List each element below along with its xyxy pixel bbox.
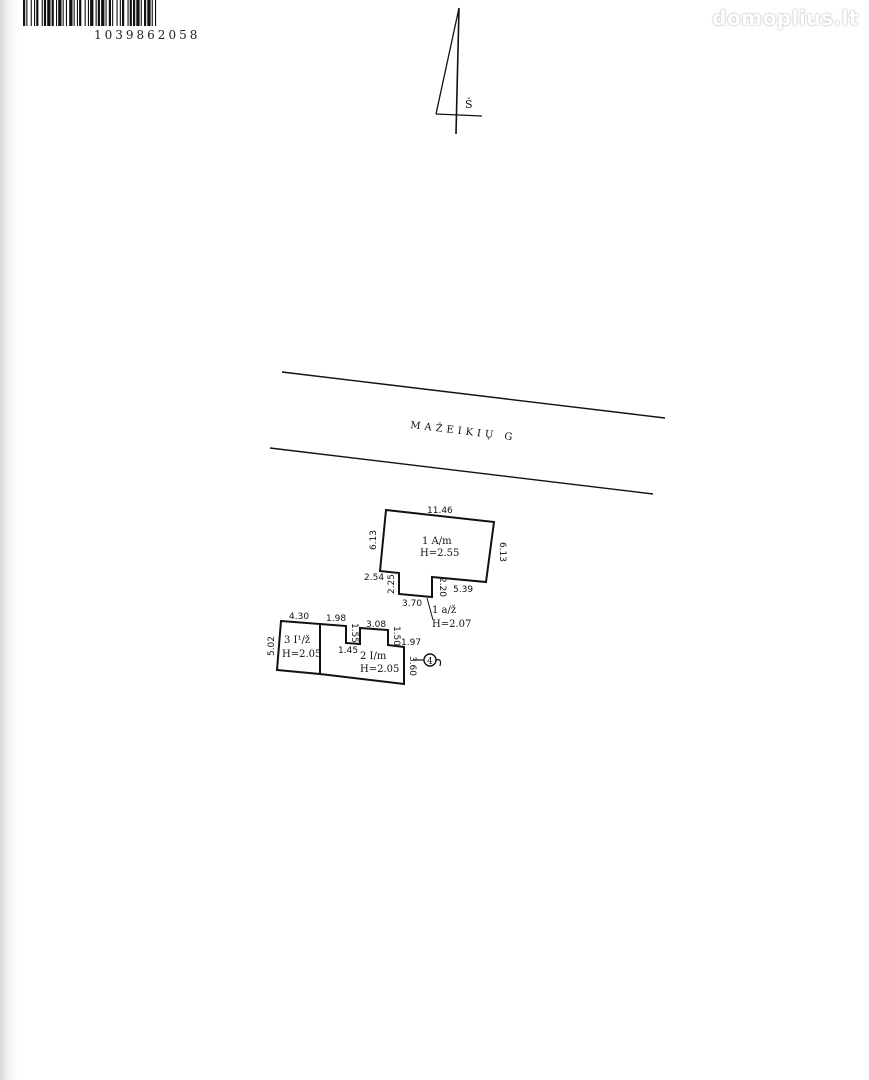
watermark-logo: domoplius.lt [712, 6, 859, 30]
building-1: 1 A/m H=2.55 11.46 6.13 6.13 2.54 2.25 2… [364, 506, 507, 609]
building-3-name: 3 I¹/ž [284, 635, 310, 646]
north-arrow-label: Š [465, 97, 473, 111]
building-1-height: H=2.55 [420, 548, 459, 559]
dim-b2-top-left: 1.98 [326, 614, 346, 624]
building-1-name: 1 A/m [422, 536, 452, 547]
dim-b2-notch-left: 1.55 [349, 623, 359, 643]
dim-b1-left: 6.13 [369, 530, 379, 550]
dim-b3-top: 4.30 [289, 612, 309, 622]
dim-b3-left: 5.02 [267, 636, 277, 656]
scan-edge-shadow [0, 0, 18, 1080]
dim-b1-right: 6.13 [497, 542, 507, 562]
building-2-name: 2 I/m [360, 651, 387, 662]
dim-b1-step-left: 2.54 [364, 573, 384, 583]
building-marker-number: 4 [427, 657, 433, 667]
street-edge-top [281, 371, 666, 419]
street-edge-bottom [269, 447, 654, 495]
annex-1a-height: H=2.07 [432, 619, 471, 630]
street-name: MAŽEIKIŲ G [410, 419, 517, 444]
dim-b1-top: 11.46 [427, 506, 453, 516]
dim-b1-step-left-vertical: 2.25 [387, 574, 397, 594]
dim-b2-notch-right: 1.50 [391, 626, 401, 646]
annex-1a-label: 1 a/ž H=2.07 [426, 597, 471, 630]
building-2: 2 I/m H=2.05 1.98 1.55 3.08 1.50 1.45 1.… [319, 614, 442, 686]
barcode [23, 0, 157, 26]
dim-b1-step-right-vertical: 2.20 [437, 577, 447, 597]
building-2-height: H=2.05 [360, 664, 399, 675]
street: MAŽEIKIŲ G [269, 371, 666, 495]
building-marker-icon: 4 [413, 653, 442, 667]
annex-1a-name: 1 a/ž [432, 605, 456, 616]
dim-b1-bottom-right: 5.39 [453, 585, 473, 595]
dim-b2-notch-bottom: 1.45 [338, 646, 358, 656]
dim-b2-top-right: 3.08 [366, 620, 386, 630]
dim-b2-step-right: 1.97 [401, 638, 421, 648]
building-3: 3 I¹/ž H=2.05 4.30 5.02 [267, 612, 321, 676]
dim-b2-right: 3.60 [407, 656, 417, 676]
barcode-number: 1039862058 [94, 28, 201, 42]
north-arrow-icon: Š [435, 7, 483, 135]
dim-b1-bottom: 3.70 [402, 599, 422, 609]
building-3-height: H=2.05 [282, 649, 321, 660]
